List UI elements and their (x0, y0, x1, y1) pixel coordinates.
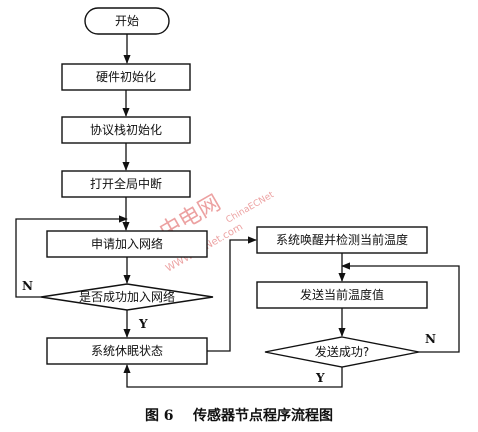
arrow-send-to-sleep (123, 364, 343, 388)
enable-interrupt-box (61, 170, 191, 198)
wake-detect-label: 系统唤醒并检测当前温度 (276, 232, 408, 247)
arrow-sleep-to-wake (207, 236, 257, 352)
figure-caption: 图 6 传感器节点程序流程图 (145, 407, 333, 424)
start-label: 开始 (115, 14, 139, 28)
join-network-label: 申请加入网络 (91, 236, 163, 251)
watermark-latin: ChinaECNet (225, 190, 277, 226)
enable-interrupt-label: 打开全局中断 (90, 176, 162, 191)
send-success-label: 发送成功? (315, 344, 369, 359)
stack-init-label: 协议栈初始化 (90, 122, 162, 137)
label-n-join: N (22, 279, 33, 293)
label-y-join: Y (138, 317, 148, 331)
label-n-send: N (425, 332, 436, 346)
join-success-label: 是否成功加入网络 (79, 289, 175, 304)
sleep-state-label: 系统休眠状态 (91, 344, 163, 358)
join-network-box (46, 230, 208, 258)
hardware-init-box (61, 63, 191, 91)
wake-detect-box (256, 226, 428, 254)
send-temp-box (256, 281, 428, 309)
arrow-join-retry-loop (15, 215, 128, 298)
send-temp-label: 发送当前温度值 (300, 287, 384, 302)
stack-init-box (61, 116, 191, 144)
label-y-send: Y (315, 371, 325, 385)
hardware-init-label: 硬件初始化 (96, 70, 156, 84)
arrow-send-retry-loop (341, 262, 460, 353)
sleep-state-box (46, 337, 208, 365)
